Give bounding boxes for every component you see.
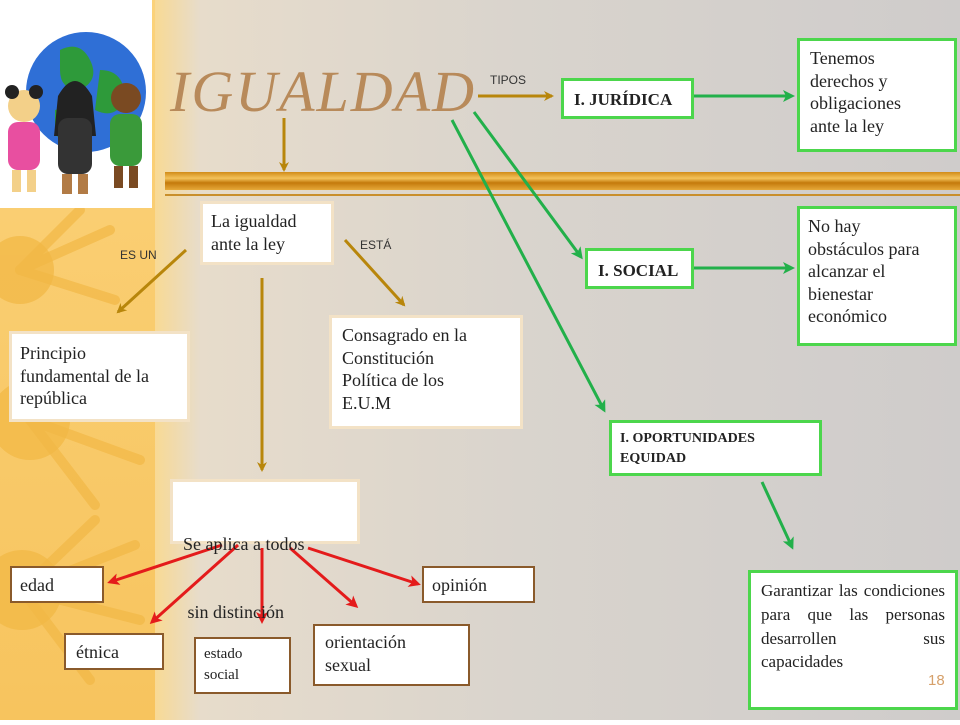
principio-box: Principio fundamental de la república (9, 331, 190, 422)
globe-with-children-image (0, 0, 152, 208)
label-tipos: TIPOS (490, 73, 527, 87)
juridica-description-box: Tenemos derechos y obligaciones ante la … (797, 38, 957, 152)
item-edad: edad (10, 566, 104, 603)
arrow-oportunidades-desc (760, 481, 794, 550)
consagrado-box: Consagrado en la Constitución Política d… (329, 315, 523, 429)
social-box: I. SOCIAL (585, 248, 694, 289)
decorative-line (165, 194, 960, 196)
arrow-opinion (307, 546, 421, 587)
arrow-to-oportunidades (450, 119, 606, 413)
igualdad-ante-ley-box: La igualdad ante la ley (200, 201, 334, 265)
juridica-box: I. JURÍDICA (561, 78, 694, 119)
item-orientacion-sexual: orientación sexual (313, 624, 470, 686)
arrow-orientacion (289, 546, 359, 608)
oportunidades-description-box: Garantizar las condiciones para que las … (748, 570, 958, 710)
arrow-es-un (116, 248, 188, 314)
arrow-esta (343, 238, 406, 307)
arrow-edad (107, 543, 223, 585)
arrow-to-social (472, 111, 583, 260)
item-estado-social: estado social (194, 637, 291, 694)
slide-title: IGUALDAD (170, 59, 476, 124)
label-esta: ESTÁ (360, 238, 392, 252)
item-opinion: opinión (422, 566, 535, 603)
item-etnica: étnica (64, 633, 164, 670)
label-es-un: ES UN (120, 248, 157, 262)
se-aplica-box: Se aplica a todos sin distinción (170, 479, 360, 622)
decorative-bar (165, 172, 960, 190)
globe-with-children-icon (5, 32, 146, 194)
page-number: 18 (928, 672, 945, 689)
arrow-etnica (149, 543, 240, 625)
oportunidades-box: I. OPORTUNIDADES EQUIDAD (609, 420, 822, 476)
social-description-box: No hay obstáculos para alcanzar el biene… (797, 206, 957, 346)
